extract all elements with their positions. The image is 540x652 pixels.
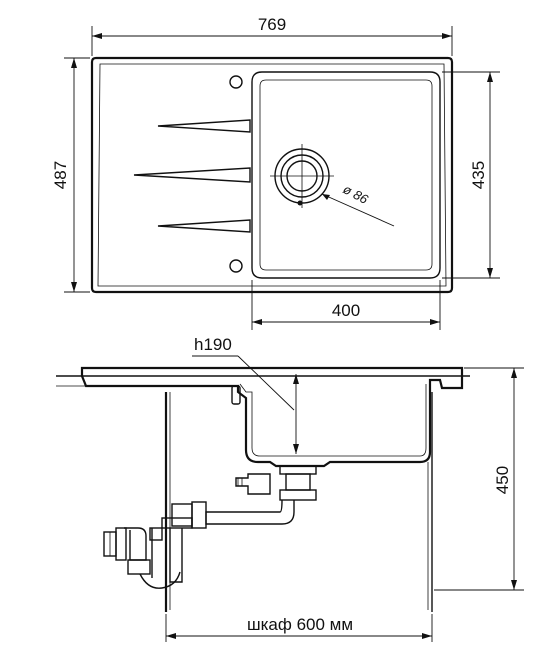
dim-cabinet-width: шкаф 600 мм — [165, 614, 433, 642]
top-view: ø 86 769 487 435 — [51, 15, 500, 330]
sink-outline — [90, 56, 454, 294]
siphon — [103, 465, 317, 589]
side-view: h190 450 шкаф 600 мм — [56, 335, 524, 642]
bowl-height-label: h190 — [194, 335, 232, 354]
bowl-depth-label: 435 — [469, 161, 488, 189]
tap-hole-bottom — [229, 259, 243, 273]
overall-width-label: 769 — [258, 15, 286, 34]
bowl-width-label: 400 — [332, 301, 360, 320]
dim-total-height: 450 — [434, 367, 524, 591]
total-height-label: 450 — [493, 466, 512, 494]
cabinet-width-label: шкаф 600 мм — [247, 615, 353, 634]
tap-hole-top — [229, 75, 243, 89]
dim-overall-width: 769 — [91, 15, 453, 56]
drainer-groove-2 — [133, 167, 251, 183]
dim-bowl-height: h190 — [192, 335, 299, 454]
dim-bowl-depth: 435 — [442, 71, 500, 279]
drain: ø 86 — [270, 144, 395, 227]
drainer-groove-1 — [157, 119, 251, 133]
drain-diameter-label: ø 86 — [341, 181, 372, 207]
overall-depth-label: 487 — [51, 161, 70, 189]
dim-bowl-width: 400 — [251, 280, 441, 330]
dim-overall-depth: 487 — [51, 57, 90, 293]
sink-profile — [80, 366, 464, 468]
bowl-outline — [251, 71, 441, 279]
drainer-groove-3 — [157, 219, 251, 233]
